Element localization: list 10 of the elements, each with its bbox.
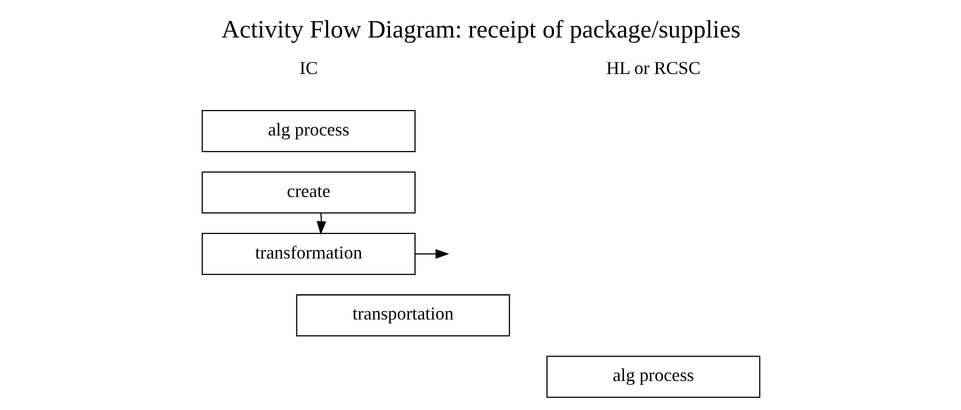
label: IC	[299, 58, 318, 78]
arrow	[414, 249, 449, 259]
arrow	[316, 212, 326, 235]
label: HL or RCSC	[606, 58, 700, 78]
node-box: alg process	[546, 356, 760, 398]
diagram-title: Activity Flow Diagram: receipt of package/supplies	[221, 16, 740, 44]
node-box: transformation	[201, 232, 416, 275]
node-box: alg process	[201, 110, 416, 152]
node-box: create	[201, 171, 416, 214]
node-box: transportation	[296, 294, 510, 336]
